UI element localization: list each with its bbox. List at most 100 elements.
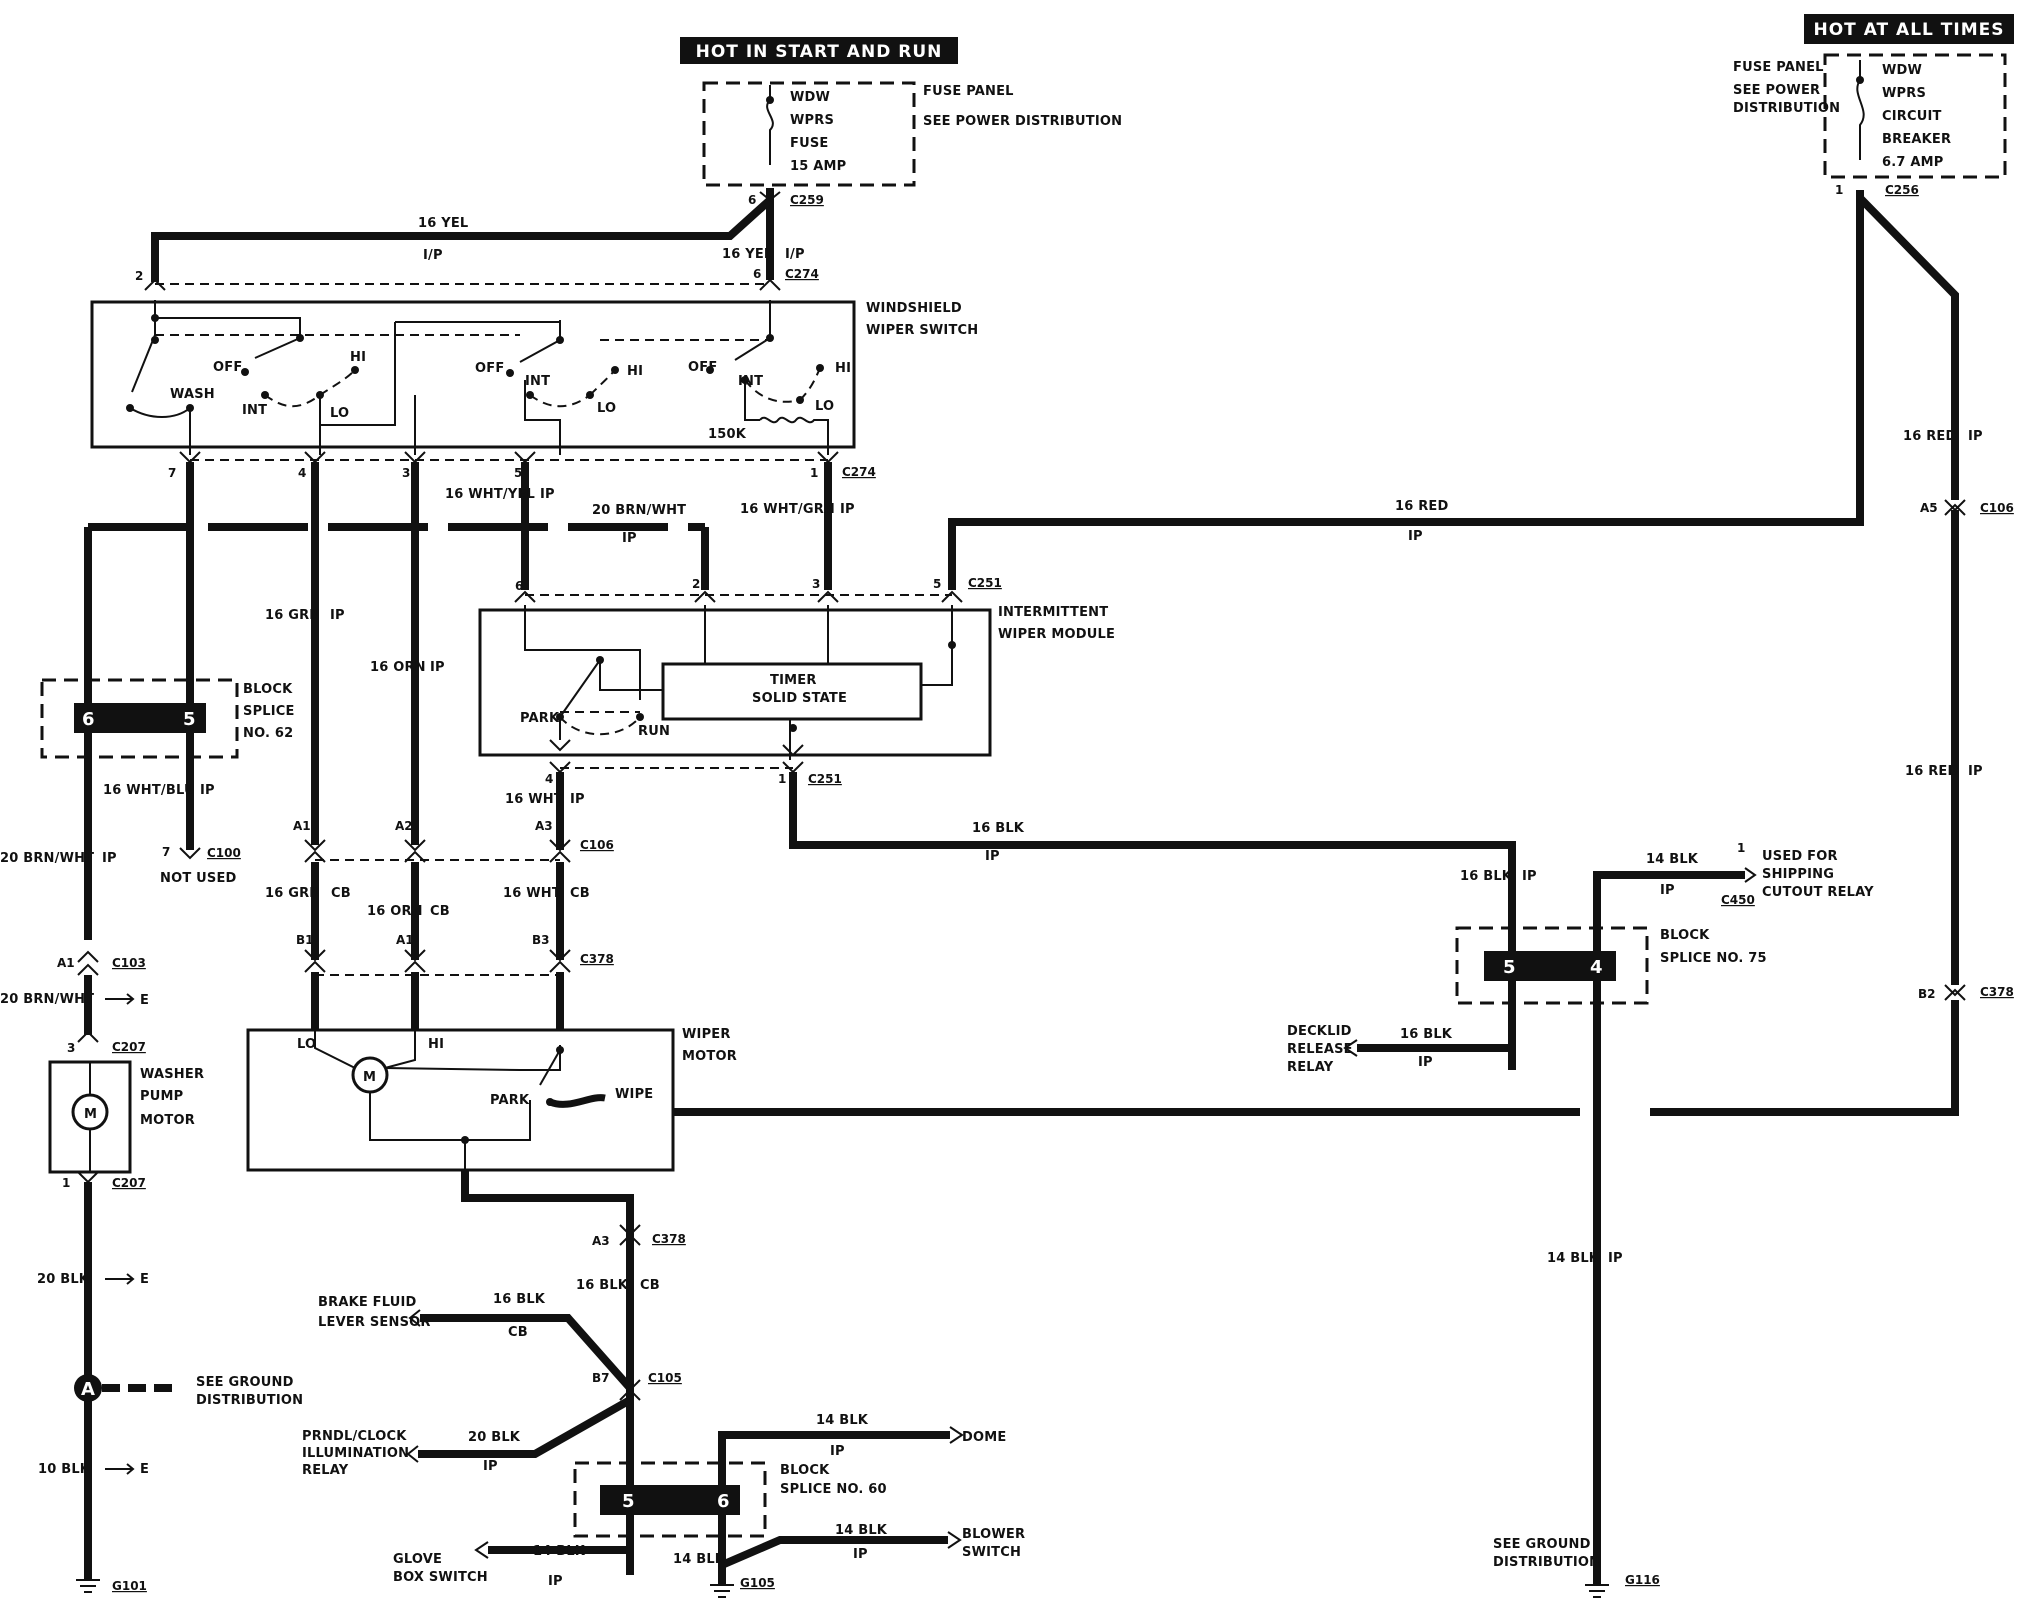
wire-label: 14 BLK [673,1552,726,1567]
ground-note: DISTRIBUTION [1493,1555,1600,1570]
motor-lo-label: LO [297,1037,316,1052]
component-title: SPLICE [243,704,295,719]
wire-label: 20 BLK [37,1272,90,1287]
wire-label: IP [102,851,117,866]
block-splice-75: 14 BLK IP 1 C450 USED FOR SHIPPING CUTOU… [1287,841,1874,1598]
wire-label: 14 BLK [533,1544,586,1559]
component-title: BLOCK [243,682,293,697]
connector-label: C378 [1980,985,2014,999]
switch-position-label: HI [835,361,851,376]
pin-label: 7 [162,845,170,859]
switch-position-label: INT [525,374,550,389]
resistor-label: 150K [708,427,747,442]
wire-label: 16 RED [1903,429,1957,444]
connector-c251-bottom: 4 1 C251 [545,761,842,786]
connector-label: C105 [648,1371,682,1385]
wire-label: 20 BLK [468,1430,521,1445]
ground-label: G116 [1625,1573,1660,1587]
fuse-panel-title: FUSE PANEL [1733,60,1824,75]
component-title: WIPER SWITCH [866,323,978,338]
fuse-panel-note: SEE POWER [1733,83,1820,98]
wire-label: CB [331,886,351,901]
switch-position-label: INT [242,403,267,418]
component-title: NO. 62 [243,726,293,741]
fuse-label-line: 15 AMP [790,159,846,174]
brake-sensor-label: LEVER SENSOR [318,1315,431,1330]
wire-label: 16 BLK [576,1278,629,1293]
ground-icon [710,1584,734,1598]
shipping-note: CUTOUT RELAY [1762,885,1874,900]
wire-label: 16 BLK [1460,869,1513,884]
switch-position-label: LO [330,406,349,421]
glove-box-arrow-icon [474,1541,489,1559]
switch-position-label: HI [627,364,643,379]
c450-arrow-icon [1744,867,1757,883]
pin-label: 4 [298,466,306,480]
header-hot-start-run-text: HOT IN START AND RUN [696,42,943,62]
breaker-label-line: 6.7 AMP [1882,155,1943,170]
breaker-label-line: WDW [1882,63,1922,78]
splice-pin-label: 4 [1590,957,1603,978]
splice-pin-label: 6 [717,1491,730,1512]
prndl-label: ILLUMINATION [302,1446,409,1461]
splice-a-label: A [81,1379,95,1400]
header-hot-all-times-text: HOT AT ALL TIMES [1814,20,2005,40]
breaker-label-line: CIRCUIT [1882,109,1942,124]
pin-label: A3 [592,1234,610,1248]
windshield-wiper-switch: WINDSHIELD WIPER SWITCH WASH OFF INT LO … [90,300,978,455]
wire-label: IP [540,487,555,502]
module-run-label: RUN [638,724,670,739]
pin-label: 6 [748,193,756,207]
wire-label: IP [1968,429,1983,444]
pin-label: 5 [933,577,941,591]
pin-label: B1 [296,933,314,947]
pin-label: 1 [1835,183,1843,197]
not-used-label: NOT USED [160,871,237,886]
wire-label: IP [1608,1251,1623,1266]
wire-label: CB [640,1278,660,1293]
component-title: SPLICE NO. 60 [780,1482,887,1497]
wire-cb-segments [311,862,564,960]
component-title: INTERMITTENT [998,605,1108,620]
wire-label: CB [508,1325,528,1340]
connector-label: C256 [1885,183,1919,197]
connector-label: C274 [785,267,819,281]
component-title: MOTOR [682,1049,737,1064]
wire-label: 16 WHT/GRN [740,502,835,517]
wire-e-label: E [140,993,149,1008]
wire-label: 16 WHT/YEL [445,487,535,502]
ground-icon [1585,1584,1609,1598]
wire-label: 16 WHT [505,792,563,807]
wire-label: IP [1968,764,1983,779]
component-title: WIPER MODULE [998,627,1115,642]
pin-label: A3 [535,819,553,833]
wire-label: 16 WHT [503,886,561,901]
connector-label: C106 [1980,501,2014,515]
ground-icon [76,1579,100,1593]
wire-label: 16 BLK [1400,1027,1453,1042]
pin-label: 3 [67,1041,75,1055]
wire-label: IP [840,502,855,517]
wire-16-yel: 16 YEL I/P 16 YEL I/P [151,188,805,282]
wire-label: CB [570,886,590,901]
breaker-label-line: BREAKER [1882,132,1951,147]
wire-label: 10 BLK [38,1462,91,1477]
switch-position-label: LO [815,399,834,414]
blower-label: SWITCH [962,1545,1021,1560]
glove-box-label: BOX SWITCH [393,1570,488,1585]
wire-label: 20 BRN/WHT [0,851,94,866]
connector-label: C259 [790,193,824,207]
connector-label: C106 [580,838,614,852]
intermittent-wiper-module: 6 2 3 5 C251 INTERMITTENT WIPER MODULE T… [478,576,1115,760]
pin-label: 6 [753,267,761,281]
wire-label: 16 RED [1395,499,1449,514]
wire-label: CB [430,904,450,919]
connector-label: C274 [842,465,876,479]
module-park-label: PARK [520,711,560,726]
wire-label: IP [1418,1055,1433,1070]
wire-label: IP [330,608,345,623]
circuit-breaker-icon [1856,60,1865,160]
motor-park-label: PARK [490,1093,530,1108]
connector-label: C378 [580,952,614,966]
fuse-panel-right: WDW WPRS CIRCUIT BREAKER 6.7 AMP FUSE PA… [1733,53,2007,197]
